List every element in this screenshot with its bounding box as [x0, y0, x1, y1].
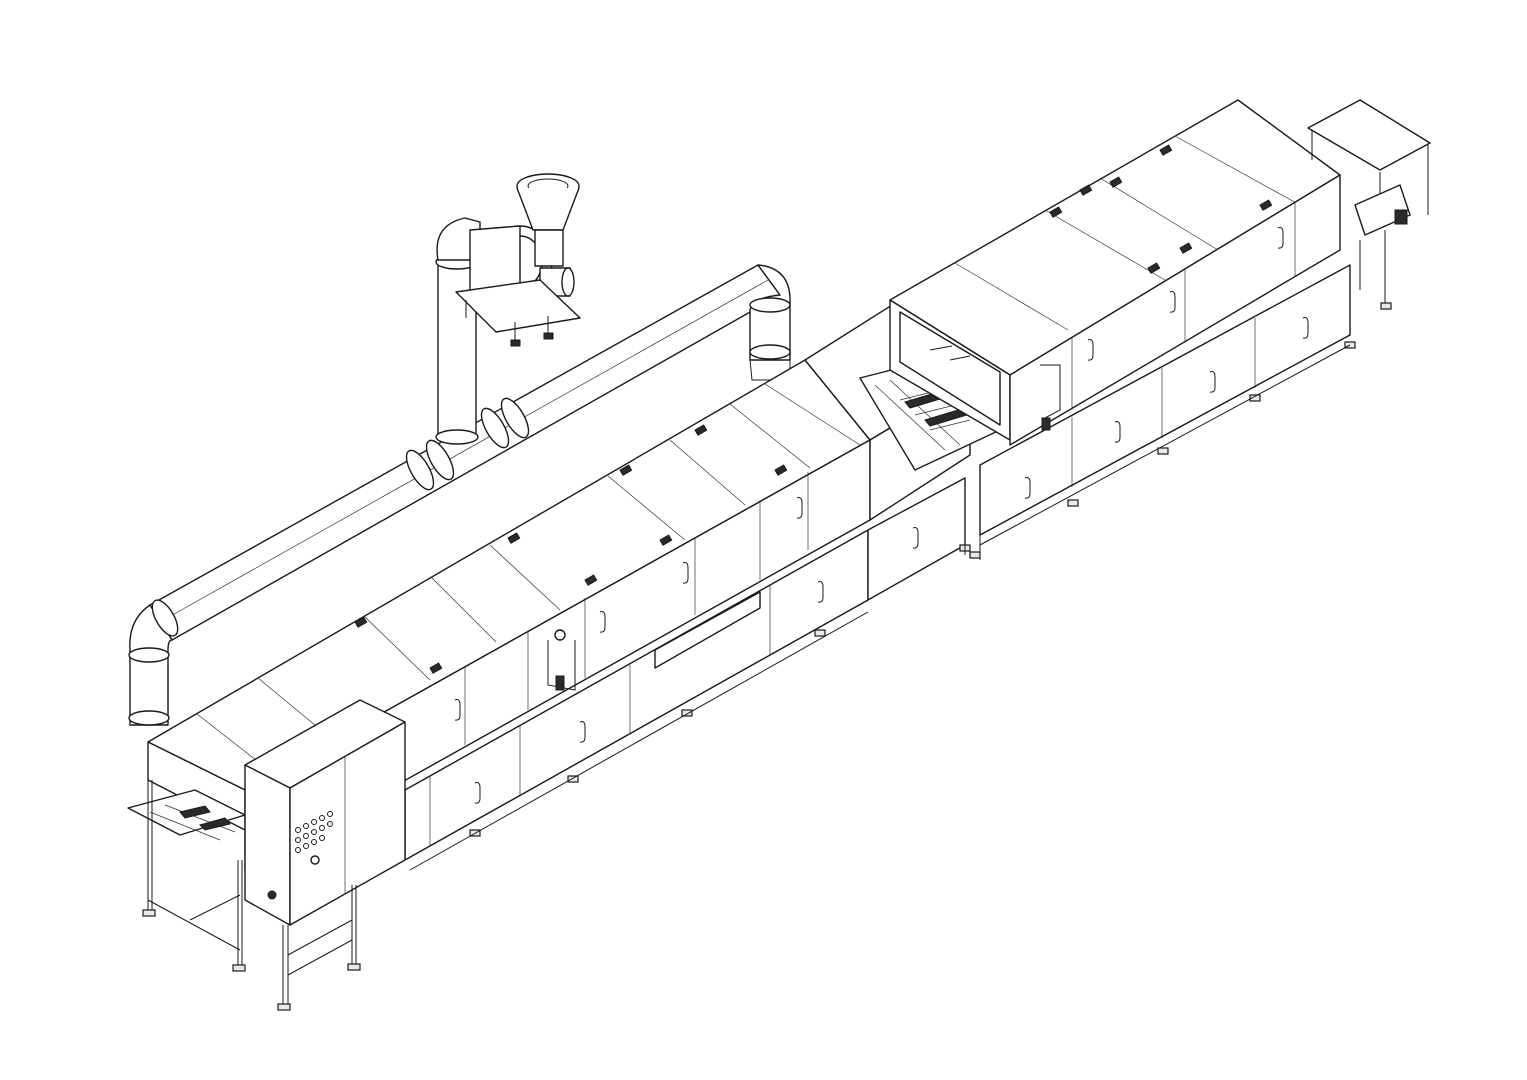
support-frame [404, 334, 1351, 871]
exhaust-duct [128, 217, 791, 726]
fan-inlet-cone [516, 173, 580, 267]
outfeed-conveyor [1307, 99, 1431, 310]
tunnel-section-rear [889, 99, 1356, 559]
infeed-conveyor [127, 741, 246, 972]
control-panel-buttons [295, 811, 333, 865]
control-cabinet [244, 699, 406, 1011]
main-switch-icon [267, 890, 277, 900]
transfer-conveyor [859, 359, 1001, 471]
